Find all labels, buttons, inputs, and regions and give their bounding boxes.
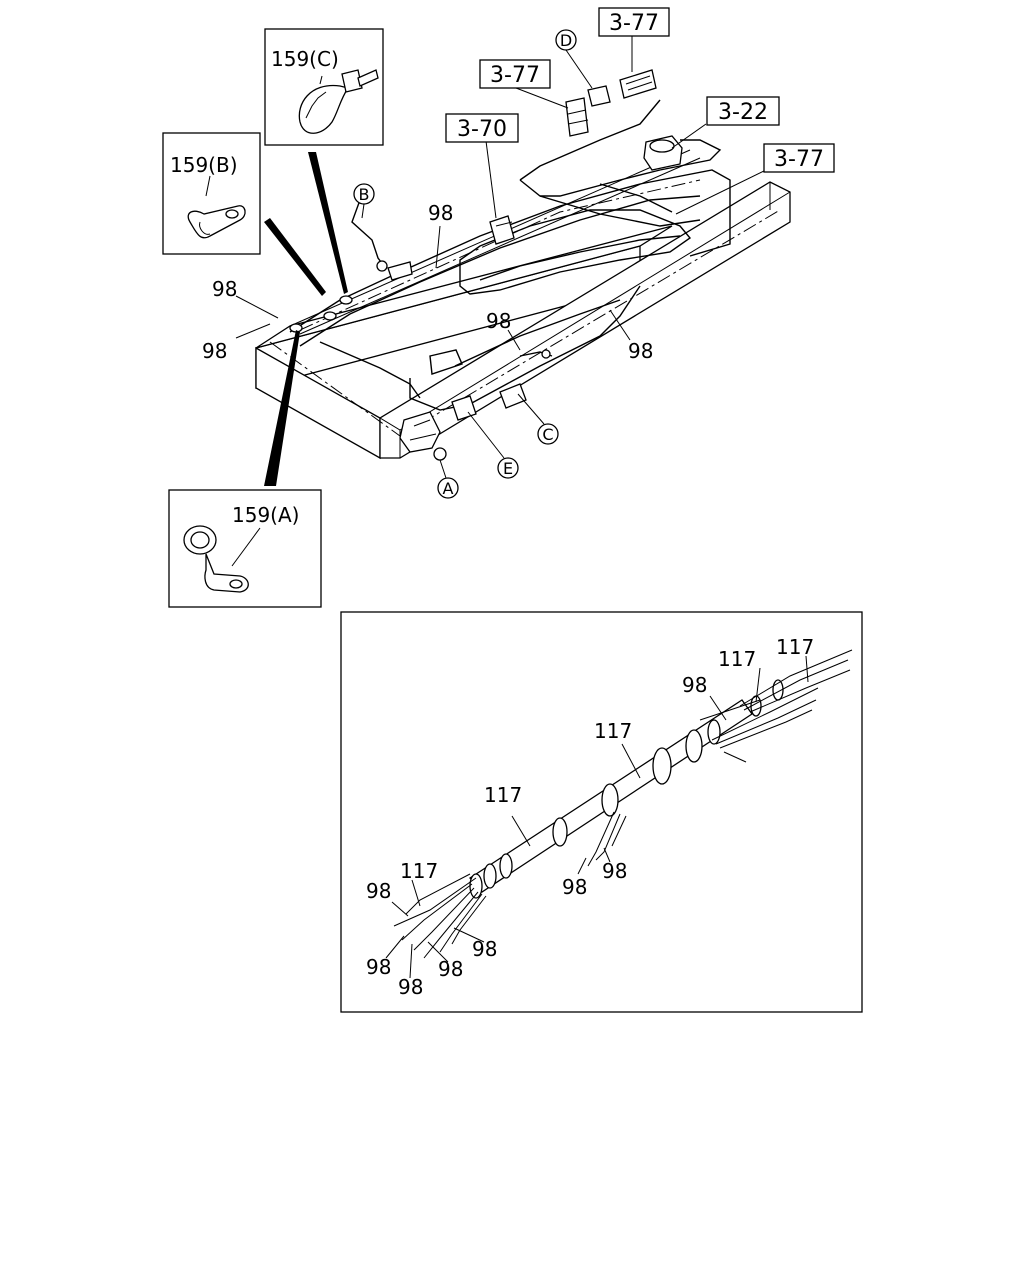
callout-c: C	[542, 425, 553, 444]
detail-98-mid-a: 98	[562, 875, 587, 899]
inset-pointers	[264, 152, 348, 486]
label-98-left-a: 98	[212, 277, 237, 301]
inset-159c-label: 159(C)	[271, 47, 339, 71]
ref-box-3-22	[706, 96, 780, 126]
ref-3-77-right: 3-77	[774, 147, 824, 172]
ref-box-3-77-mid	[479, 59, 551, 89]
ref-box-3-70	[445, 113, 519, 143]
frame-assembly	[255, 149, 791, 460]
callout-e: E	[503, 459, 513, 478]
ref-3-22: 3-22	[718, 100, 768, 125]
ref-3-77-top: 3-77	[609, 11, 659, 36]
inset-159a-label: 159(A)	[232, 503, 299, 527]
label-98-right: 98	[628, 339, 653, 363]
detail-117-lower: 117	[484, 783, 522, 807]
inset-159b-label: 159(B)	[170, 153, 238, 177]
detail-98-mid-b: 98	[602, 859, 627, 883]
inset-159b: 159(B)	[162, 132, 261, 255]
callouts: D B C E A	[353, 29, 577, 499]
detail-117-mid: 117	[594, 719, 632, 743]
inset-159c: 159(C)	[264, 28, 384, 146]
callout-a: A	[443, 479, 454, 498]
callout-d: D	[560, 31, 572, 50]
detail-117-top-a: 117	[718, 647, 756, 671]
frame-components	[289, 69, 683, 461]
detail-117-end: 117	[400, 859, 438, 883]
reference-boxes: 3-77 3-77 3-70 3-22 3-77	[445, 7, 835, 173]
detail-98-end-e: 98	[472, 937, 497, 961]
detail-98-end-a: 98	[366, 879, 391, 903]
detail-labels: 98 117 117 117 117 117 98 98 98 98 98 98…	[366, 635, 814, 999]
callout-b: B	[359, 185, 370, 204]
detail-panel	[340, 611, 863, 1013]
label-98-top: 98	[428, 201, 453, 225]
detail-98-end-b: 98	[366, 955, 391, 979]
detail-117-top-b: 117	[776, 635, 814, 659]
main-labels: 98 98 98 98 98	[202, 201, 653, 363]
harness-routing	[289, 99, 731, 411]
detail-98-end-c: 98	[398, 975, 423, 999]
detail-98-end-d: 98	[438, 957, 463, 981]
leader-lines	[235, 36, 767, 479]
label-98-center: 98	[486, 309, 511, 333]
detail-98-upper: 98	[682, 673, 707, 697]
ref-3-70: 3-70	[457, 117, 507, 142]
ref-3-77-mid: 3-77	[490, 63, 540, 88]
ref-box-3-77-top	[598, 7, 670, 37]
ref-box-3-77-right	[763, 143, 835, 173]
label-98-left-b: 98	[202, 339, 227, 363]
inset-159a: 159(A)	[168, 489, 322, 608]
